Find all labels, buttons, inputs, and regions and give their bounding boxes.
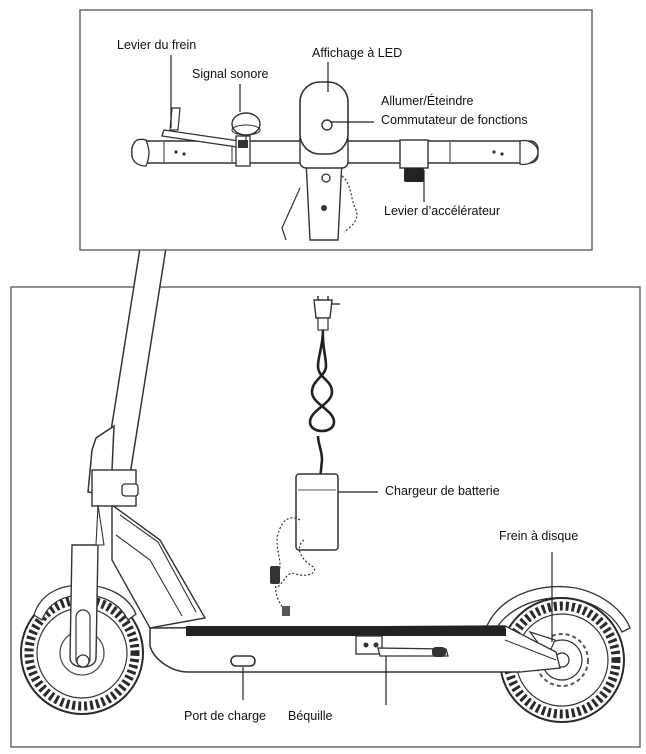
- throttle: [399, 139, 429, 169]
- kickstand: [355, 635, 449, 657]
- label-charge-port: Port de charge: [184, 709, 266, 723]
- label-power: Allumer/Éteindre: [381, 94, 474, 108]
- label-disc-brake: Frein à disque: [499, 529, 579, 543]
- stem-top: [305, 159, 343, 241]
- front-axle: [76, 654, 90, 668]
- rear-fender: [485, 585, 631, 633]
- label-mode-switch: Commutateur de fonctions: [381, 113, 528, 127]
- front-fender: [33, 584, 137, 621]
- label-kickstand: Béquille: [288, 709, 333, 723]
- charger-output-cable: [274, 517, 316, 613]
- label-led-display: Affichage à LED: [312, 46, 403, 60]
- charge-port: [230, 655, 256, 667]
- charger-cable: [308, 329, 336, 481]
- label-charger: Chargeur de batterie: [385, 484, 500, 498]
- charger-brick: [295, 473, 339, 551]
- front-wheel: [20, 591, 144, 715]
- rear-wheel: [499, 597, 625, 723]
- led-display: [299, 81, 349, 155]
- label-throttle: Levier d’accélérateur: [384, 204, 501, 218]
- label-brake-lever: Levier du frein: [117, 38, 197, 52]
- power-button: [321, 119, 333, 131]
- frame-neck: [111, 503, 207, 629]
- label-bell: Signal sonore: [192, 67, 269, 81]
- bell: [231, 112, 261, 142]
